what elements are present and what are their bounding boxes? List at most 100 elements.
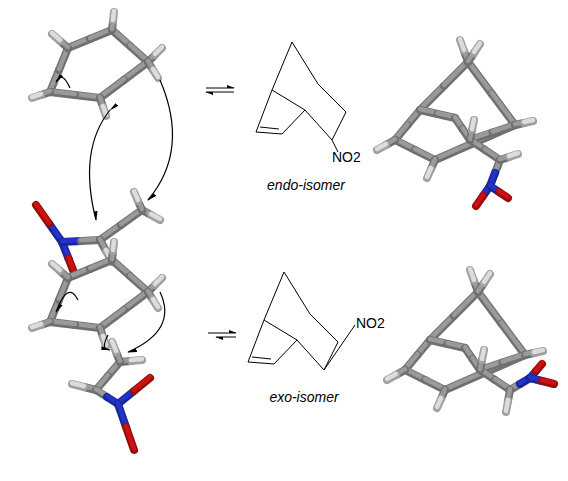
bond-stick <box>100 310 124 328</box>
bond-stick <box>502 323 526 355</box>
substituent-label: NO2 <box>332 150 361 165</box>
bond-stick <box>113 241 114 250</box>
bond-stick <box>113 242 114 251</box>
bond-stick <box>506 400 508 411</box>
bond-stick <box>32 324 41 327</box>
bond-stick <box>151 215 160 220</box>
bond-stick <box>72 383 84 386</box>
bond-stick <box>103 106 106 115</box>
bond-stick <box>36 205 49 224</box>
bond-stick <box>420 86 444 110</box>
bond-stick <box>468 62 492 94</box>
isomer-label: endo-isomer <box>267 178 345 193</box>
bond-stick <box>103 107 106 116</box>
bond-stick <box>134 377 150 390</box>
bond-stick <box>100 79 124 97</box>
bond-stick <box>100 309 124 327</box>
bond-stick <box>474 43 480 52</box>
bond-stick <box>32 95 41 98</box>
bond-stick <box>131 359 142 360</box>
bond-stick <box>52 263 60 270</box>
bond-stick <box>113 12 114 21</box>
bond-stick <box>72 384 84 387</box>
bond-stick <box>482 349 484 359</box>
bond-stick <box>52 33 60 40</box>
bond-stick <box>499 191 508 197</box>
curved-arrows <box>56 77 173 352</box>
bond-stick <box>506 401 508 412</box>
bond-stick <box>444 62 468 86</box>
bond-stick <box>151 214 160 219</box>
bond-stick <box>118 403 126 426</box>
bond-stick <box>536 363 542 370</box>
bond-stick <box>420 85 444 109</box>
bond-stick <box>470 270 474 281</box>
bond-stick <box>542 381 554 384</box>
bond-stick <box>124 292 148 310</box>
skeletal-structures <box>206 42 355 370</box>
bond-stick <box>476 196 483 206</box>
bond-stick <box>482 350 484 360</box>
bond-stick <box>542 380 554 383</box>
bond-stick <box>472 119 474 129</box>
bond-stick <box>435 143 475 161</box>
bond-stick <box>32 94 41 97</box>
isomer-label: exo-isomer <box>269 390 338 405</box>
bond-stick <box>113 11 114 20</box>
bond-stick <box>468 61 492 93</box>
bond-stick <box>377 145 386 150</box>
bond-stick <box>454 291 478 315</box>
substituent-label: NO2 <box>356 316 385 331</box>
bond-stick <box>534 351 543 353</box>
bond-stick <box>509 153 518 156</box>
bond-stick <box>524 121 533 123</box>
bond-stick <box>484 273 490 282</box>
bond-stick <box>52 264 60 271</box>
bond-stick <box>131 360 142 361</box>
bond-stick <box>112 341 116 351</box>
bond-stick <box>444 61 468 85</box>
bond-stick <box>134 192 138 201</box>
bond-stick <box>476 195 483 205</box>
bond-stick <box>484 274 490 283</box>
bond-stick <box>155 277 162 284</box>
bond-stick <box>472 120 474 130</box>
bond-stick <box>460 39 464 50</box>
bond-stick <box>112 342 116 352</box>
bond-stick <box>134 191 138 200</box>
bond-stick <box>430 315 454 339</box>
bond-stick <box>430 316 454 340</box>
bond-stick <box>153 300 158 308</box>
bond-stick <box>130 45 148 61</box>
bond-stick <box>492 94 516 126</box>
bond-stick <box>126 426 134 449</box>
bond-stick <box>134 378 150 391</box>
bond-stick <box>437 398 441 407</box>
bond-stick <box>124 62 148 80</box>
bond-stick <box>126 427 134 450</box>
bond-stick <box>437 399 441 408</box>
bond-stick <box>427 168 431 177</box>
bond-stick <box>524 120 533 122</box>
bond-stick <box>427 169 431 178</box>
bond-stick <box>377 144 386 149</box>
bond-stick <box>470 269 474 280</box>
bond-stick <box>32 325 41 328</box>
bond-stick <box>536 364 542 371</box>
stick-models <box>32 11 554 450</box>
bond-stick <box>153 69 158 77</box>
bond-stick <box>153 70 158 78</box>
bond-stick <box>130 275 148 291</box>
bond-stick <box>100 80 124 98</box>
bond-stick <box>52 34 60 41</box>
bond-stick <box>478 291 502 323</box>
bond-stick <box>478 292 502 324</box>
bond-stick <box>445 373 485 391</box>
bond-stick <box>454 292 478 316</box>
bond-stick <box>387 374 396 379</box>
bond-stick <box>155 48 162 55</box>
bond-stick <box>36 204 49 223</box>
bond-stick <box>460 40 464 51</box>
